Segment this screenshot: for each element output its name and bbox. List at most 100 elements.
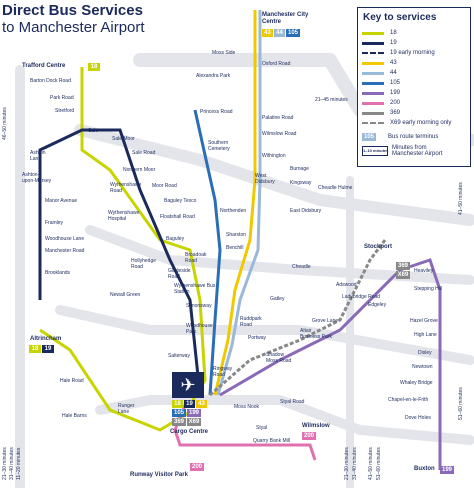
stop-wythenshawe-road[interactable]: Wythenshawe Road — [110, 182, 142, 194]
minutes-label-sw-2: 31–40 minutes — [9, 447, 15, 480]
stop-city-centre[interactable]: Manchester City Centre — [262, 12, 309, 25]
stop-hazel-grove[interactable]: Hazel Grove — [410, 318, 438, 324]
stop-shadow-moss[interactable]: Shadow Moss Road — [266, 352, 292, 364]
stop-hollyhedge-road[interactable]: Hollyhedge Road — [131, 258, 157, 270]
key-label: 18 — [390, 30, 397, 36]
stop-sharston[interactable]: Sharston — [226, 232, 247, 238]
stop-grove-lane[interactable]: Grove Lane — [312, 318, 339, 324]
stop-ladybridge[interactable]: Ladybridge Road — [342, 294, 381, 300]
badge-200-runway: 200 — [190, 463, 204, 471]
stop-hale-road[interactable]: Hale Road — [60, 378, 84, 384]
key-row: 19 — [362, 38, 397, 48]
stop-stretford[interactable]: Stretford — [55, 108, 75, 114]
stop-quarry-bank[interactable]: Quarry Bank Mill — [253, 438, 290, 444]
stop-cheadle[interactable]: Cheadle — [292, 264, 311, 270]
stop-southern-cemetery[interactable]: Southern Cemetery — [208, 140, 230, 152]
stop-stepping-hill[interactable]: Stepping Hill — [414, 286, 443, 292]
stop-wilmslow-road[interactable]: Wilmslow Road — [262, 131, 297, 137]
minutes-label: Minutes from Manchester Airport — [392, 145, 443, 157]
stop-princess-road[interactable]: Princess Road — [200, 109, 233, 115]
stop-disley[interactable]: Disley — [418, 350, 432, 356]
stop-trafford-centre[interactable]: Trafford Centre — [22, 63, 66, 69]
stop-ashton-mersey[interactable]: Ashton-upon-Mersey — [22, 172, 52, 184]
stop-styal-road[interactable]: Styal Road — [280, 399, 305, 405]
stop-moss-nook[interactable]: Moss Nook — [234, 404, 260, 410]
stop-floatshall-road[interactable]: Floatshall Road — [160, 214, 195, 220]
stop-wilmslow[interactable]: Wilmslow — [302, 423, 330, 429]
stop-park-road[interactable]: Park Road — [50, 95, 74, 101]
stop-broadoak-road[interactable]: Broadoak Road — [185, 252, 207, 264]
stop-salstead-road[interactable]: Salterway — [168, 353, 190, 359]
key-swatch — [362, 111, 384, 115]
badge-44-city: 44 — [274, 29, 285, 37]
minutes-label-sw-1: 21–30 minutes — [2, 447, 8, 480]
stop-altrincham[interactable]: Altrincham — [30, 336, 62, 342]
time-band — [95, 395, 474, 445]
stop-ringway-road[interactable]: Ringway Road — [213, 366, 233, 378]
stop-buxton[interactable]: Buxton — [414, 466, 435, 472]
stop-sale[interactable]: Sale — [88, 128, 99, 134]
stop-chapel[interactable]: Chapel-en-le-Frith — [388, 397, 429, 403]
stop-high-lane[interactable]: High Lane — [414, 332, 437, 338]
stop-sale-moor[interactable]: Sale Moor — [112, 136, 135, 142]
stop-simonsway[interactable]: Simonsway — [186, 303, 212, 309]
stop-cargo-centre[interactable]: Cargo Centre — [170, 429, 209, 435]
stop-dove-holes[interactable]: Dove Holes — [405, 415, 431, 421]
stop-runger-lane[interactable]: Runger Lane — [118, 403, 135, 415]
stop-gatley[interactable]: Gatley — [270, 296, 285, 302]
route-44-line — [216, 10, 262, 396]
stop-sale-road[interactable]: Sale Road — [132, 150, 156, 156]
stop-altair-park[interactable]: Altair Business Park — [300, 328, 332, 340]
stop-newall-green[interactable]: Newall Green — [110, 292, 141, 298]
stop-baguley-tesco[interactable]: Baguley Tesco — [164, 198, 197, 204]
stop-edgeley[interactable]: Edgeley — [368, 302, 387, 308]
stop-benchill[interactable]: Benchill — [226, 245, 244, 251]
stop-adswood[interactable]: Adswood — [336, 282, 357, 288]
stop-newtown[interactable]: Newtown — [412, 364, 433, 370]
badge-19-altrincham: 19 — [42, 345, 54, 353]
stop-barton-dock[interactable]: Barton Dock Road — [30, 78, 71, 84]
stop-wythenshawe-hospital[interactable]: Wythenshawe Hospital — [108, 210, 140, 222]
stop-west-didsbury[interactable]: West Didsbury — [255, 173, 275, 185]
stop-portway[interactable]: Portway — [248, 335, 267, 341]
key-label: 19 — [390, 40, 397, 46]
stop-alexandra-park[interactable]: Alexandra Park — [196, 73, 231, 79]
stop-ruddpark-road[interactable]: Ruddpark Road — [240, 316, 262, 328]
minutes-label-se-3: 41–50 minutes — [368, 447, 374, 480]
minutes-label-sw-3: 11–20 minutes — [16, 447, 22, 480]
key-swatch — [362, 41, 384, 45]
stop-palatine-road[interactable]: Palatine Road — [262, 115, 294, 121]
stop-baguley[interactable]: Baguley — [166, 236, 185, 242]
stop-civic-centre[interactable]: Wythenshawe Bus Station — [174, 283, 216, 295]
badge-19-airport: 19 — [184, 400, 195, 408]
airplane-icon: ✈ — [180, 375, 195, 396]
stop-stockport[interactable]: Stockport — [364, 244, 393, 250]
stop-cheadle-hulme[interactable]: Cheadle Hulme — [318, 185, 353, 191]
stop-burnage[interactable]: Burnage — [290, 166, 309, 172]
stop-withington[interactable]: Withington — [262, 153, 286, 159]
stop-east-didsbury[interactable]: East Didsbury — [290, 208, 322, 214]
stop-heaviley[interactable]: Heaviley — [414, 268, 434, 274]
stop-moor-road[interactable]: Moor Road — [152, 183, 177, 189]
stop-northern-moor[interactable]: Northern Moor — [123, 167, 156, 173]
stop-ashton-lane[interactable]: Ashton Lane — [30, 150, 46, 162]
stop-gladeside-road[interactable]: Gladeside Road — [168, 268, 191, 280]
airport-box[interactable] — [172, 372, 204, 398]
stop-northenden[interactable]: Northenden — [220, 208, 247, 214]
key-label: 44 — [390, 70, 397, 76]
stop-oxford-road[interactable]: Oxford Road — [262, 61, 291, 67]
stop-styal[interactable]: Styal — [256, 425, 268, 431]
stop-whaley-bridge[interactable]: Whaley Bridge — [400, 380, 433, 386]
stop-manchester-road[interactable]: Manchester Road — [45, 248, 85, 254]
badge-105-city: 105 — [286, 29, 300, 37]
key-row: 43 — [362, 58, 397, 68]
stop-hale-barns[interactable]: Hale Barns — [62, 413, 87, 419]
stop-brooklands[interactable]: Brooklands — [45, 270, 71, 276]
stop-kingsway[interactable]: Kingsway — [290, 180, 312, 186]
stop-woodhouse-lane[interactable]: Woodhouse Lane — [45, 236, 85, 242]
stop-framley[interactable]: Framley — [45, 220, 64, 226]
stop-runway-visitor-park[interactable]: Runway Visitor Park — [130, 472, 188, 478]
stop-moss-side[interactable]: Moss Side — [212, 50, 236, 56]
stop-manor-avenue[interactable]: Manor Avenue — [45, 198, 78, 204]
stop-woodhouse-park[interactable]: Woodhouse Park — [186, 323, 213, 335]
